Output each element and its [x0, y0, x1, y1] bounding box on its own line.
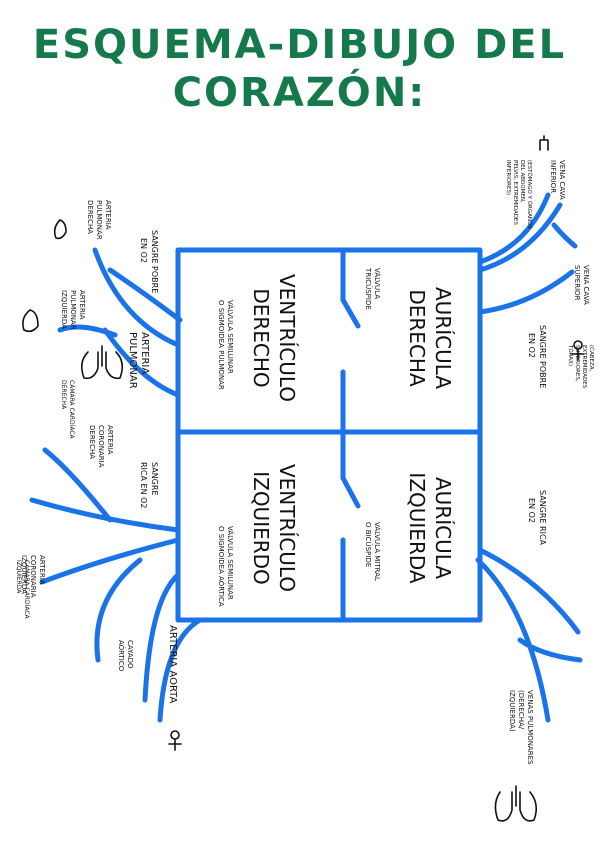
person-icon: [571, 340, 585, 361]
vena-cava-inferior: [477, 192, 551, 265]
right-coronary-artery-label: ARTERIACORONARIADERECHA: [88, 425, 114, 468]
blood-vessels: [29, 192, 583, 723]
right-ventricle-label: VENTRÍCULODERECHO: [249, 274, 299, 402]
vena-cava-superior-label: VENA CAVASUPERIOR: [573, 265, 590, 305]
left-coronary-artery-label: ARTERIACORONARIAIZQUIERDA: [20, 555, 46, 598]
aorta-label: ARTERIA AORTA: [167, 625, 178, 703]
aortic-arch: [94, 557, 143, 663]
pulmonary-veins: [477, 547, 581, 635]
pulmonary-artery-left: [102, 327, 181, 398]
left-coronary-artery: [29, 497, 181, 533]
blood-poor-right-label: SANGRE POBREEN O2: [527, 325, 547, 388]
aorta: [142, 572, 181, 703]
right-pulmonary-artery-label: ARTERIAPULMONARDERECHA: [86, 200, 112, 240]
left-atrium-label: AURÍCULAIZQUIERDA: [405, 472, 455, 583]
tricuspid-valve-label: VÁLVULATRICÚSPIDE: [364, 267, 382, 310]
lungs-icon-bottom: [494, 785, 538, 822]
lung-icon-right: [53, 219, 67, 240]
pulmonary-valve-label: VÁLVULA SEMILUNARO SIGMOIDEA PULMONAR: [217, 300, 235, 390]
chamber-labels: AURÍCULADERECHA VENTRÍCULODERECHO AURÍCU…: [249, 274, 455, 592]
vena-cava-superior: [477, 269, 575, 315]
blood-poor-top-label: SANGRE POBREEN O2: [139, 230, 159, 293]
page-title-line-2: CORAZÓN:: [172, 70, 427, 116]
vena-cava-inferior-label: VENA CAVAINFERIOR: [549, 160, 566, 200]
left-coronary-note: CÁMARA CARDÍACAIZQUIERDA: [15, 560, 30, 620]
pulmonary-veins-label: VENAS PULMONARES(DERECHA/IZQUIERDA): [508, 690, 534, 765]
blood-rich-right-label: SANGRE RICAEN O2: [527, 490, 547, 546]
sketch-icons: [22, 135, 585, 822]
vena-cava-inferior-note: (ESTÓMAGO Y ÓRGANOSDEL ABDOMEN,PELVIS, E…: [505, 160, 533, 229]
body-figure-icon: [539, 135, 549, 151]
left-ventricle-label: VENTRÍCULOIZQUIERDO: [249, 464, 299, 592]
right-atrium-label: AURÍCULADERECHA: [405, 287, 455, 389]
vessel-labels: VENA CAVAINFERIOR (ESTÓMAGO Y ÓRGANOSDEL…: [15, 160, 594, 765]
pulmonary-artery-right: [107, 267, 183, 323]
lung-icon-left: [22, 309, 39, 333]
aortic-valve-label: VÁLVULA SEMILUNARO SIGMOIDEA AÓRTICA: [217, 526, 235, 607]
right-coronary-note: CÁMARA CARDÍACADERECHA: [60, 380, 75, 440]
aortic-arch-label: CAYADOAÓRTICO: [117, 640, 134, 672]
vena-cava-superior-note: (CABEZA,EXTREMIDADESSUPERIORES,TÓRAX): [567, 344, 594, 389]
page-title-line-1: ESQUEMA-DIBUJO DEL: [32, 22, 567, 68]
mitral-valve-label: VÁLVULA MITRALO BICÚSPIDE: [364, 522, 382, 581]
valve-labels: VÁLVULATRICÚSPIDE VÁLVULA SEMILUNARO SIG…: [217, 267, 382, 607]
heart-chambers-outline: [175, 247, 483, 623]
lungs-icon: [80, 345, 124, 380]
left-pulmonary-artery-label: ARTERIAPULMONARIZQUIERDA: [60, 290, 86, 330]
blood-rich-left-label: SANGRERICA EN O2: [139, 462, 159, 509]
person-icon-aorta: [168, 730, 182, 751]
blood-labels: SANGRE POBREEN O2 SANGRE POBREEN O2 SANG…: [139, 230, 547, 546]
pulmonary-artery-label: ARTERIAPULMONAR: [127, 332, 150, 389]
